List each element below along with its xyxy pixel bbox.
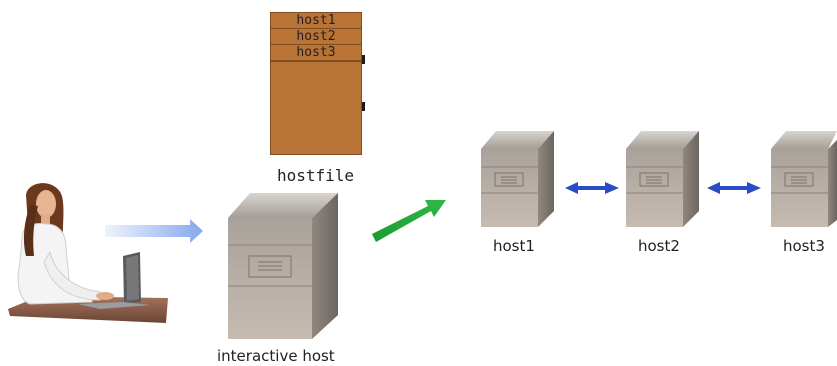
hostfile-line: host1	[271, 13, 361, 29]
host2-server-icon	[626, 131, 699, 227]
host3-server-icon	[771, 131, 837, 227]
host2-label: host2	[638, 237, 680, 255]
user-at-laptop-icon	[8, 183, 168, 323]
hostfile-tab	[362, 55, 365, 64]
hostfile-line: host2	[271, 29, 361, 45]
user-to-host-arrow	[105, 219, 203, 243]
host3-label: host3	[783, 237, 825, 255]
host1-label: host1	[493, 237, 535, 255]
hostfile-label: hostfile	[277, 166, 355, 185]
hostfile-divider	[271, 61, 361, 62]
interactive-host-label: interactive host	[217, 347, 335, 365]
hostfile-document: host1 host2 host3	[270, 12, 365, 155]
host-to-cluster-arrow	[372, 200, 446, 242]
hostfile-tab	[362, 102, 365, 111]
hostfile-line: host3	[271, 45, 361, 61]
host1-server-icon	[481, 131, 554, 227]
host1-host2-link-arrow	[565, 182, 619, 194]
interactive-host-server-icon	[228, 193, 338, 339]
host2-host3-link-arrow	[707, 182, 761, 194]
